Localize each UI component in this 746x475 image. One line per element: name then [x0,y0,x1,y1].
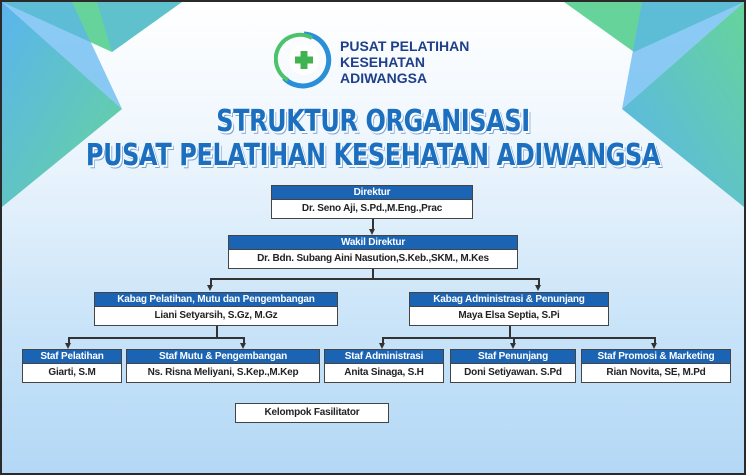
staf-penunjang-box: Staf Penunjang Doni Setiyawan. S.Pd [450,349,576,383]
staf-promosi-box: Staf Promosi & Marketing Rian Novita, SE… [581,349,731,383]
role-label: Kabag Administrasi & Penunjang [410,293,608,307]
logo-line: KESEHATAN [340,54,426,70]
role-label: Staf Promosi & Marketing [582,350,730,364]
logo-line: ADIWANGSA [340,70,428,86]
role-label: Staf Mutu & Pengembangan [127,350,319,364]
kabag-pelatihan-box: Kabag Pelatihan, Mutu dan Pengembangan L… [94,292,338,326]
role-label: Staf Administrasi [325,350,443,364]
page-subtitle: PUSAT PELATIHAN KESEHATAN ADIWANGSA [85,138,661,173]
role-label: Staf Penunjang [451,350,575,364]
logo-icon [274,31,332,89]
staf-pelatihan-box: Staf Pelatihan Giarti, S.M [22,349,122,383]
person-name: Dr. Seno Aji, S.Pd.,M.Eng.,Prac [301,203,443,214]
role-label: Direktur [272,186,472,200]
group-label: Kelompok Fasilitator [264,407,360,418]
page-title: STRUKTUR ORGANISASI [216,104,530,139]
logo-text: PUSAT PELATIHAN KESEHATAN ADIWANGSA [340,38,469,86]
staf-administrasi-box: Staf Administrasi Anita Sinaga, S.H [324,349,444,383]
person-name: Dr. Bdn. Subang Aini Nasution,S.Keb.,SKM… [257,253,489,264]
person-name: Rian Novita, SE, M.Pd [606,367,706,378]
person-name: Anita Sinaga, S.H [344,367,424,378]
role-label: Wakil Direktur [229,236,517,250]
staf-mutu-box: Staf Mutu & Pengembangan Ns. Risna Meliy… [126,349,320,383]
kabag-administrasi-box: Kabag Administrasi & Penunjang Maya Elsa… [409,292,609,326]
logo-line: PUSAT PELATIHAN [340,38,470,54]
wakil-direktur-box: Wakil Direktur Dr. Bdn. Subang Aini Nasu… [228,235,518,269]
person-name: Giarti, S.M [48,367,96,378]
person-name: Liani Setyarsih, S.Gz, M.Gz [154,310,278,321]
kelompok-fasilitator-box: Kelompok Fasilitator [235,403,389,423]
direktur-box: Direktur Dr. Seno Aji, S.Pd.,M.Eng.,Prac [271,185,473,219]
person-name: Doni Setiyawan. S.Pd [464,367,562,378]
person-name: Maya Elsa Septia, S.Pi [458,310,560,321]
role-label: Kabag Pelatihan, Mutu dan Pengembangan [95,293,337,307]
person-name: Ns. Risna Meliyani, S.Kep.,M.Kep [147,367,299,378]
role-label: Staf Pelatihan [23,350,121,364]
